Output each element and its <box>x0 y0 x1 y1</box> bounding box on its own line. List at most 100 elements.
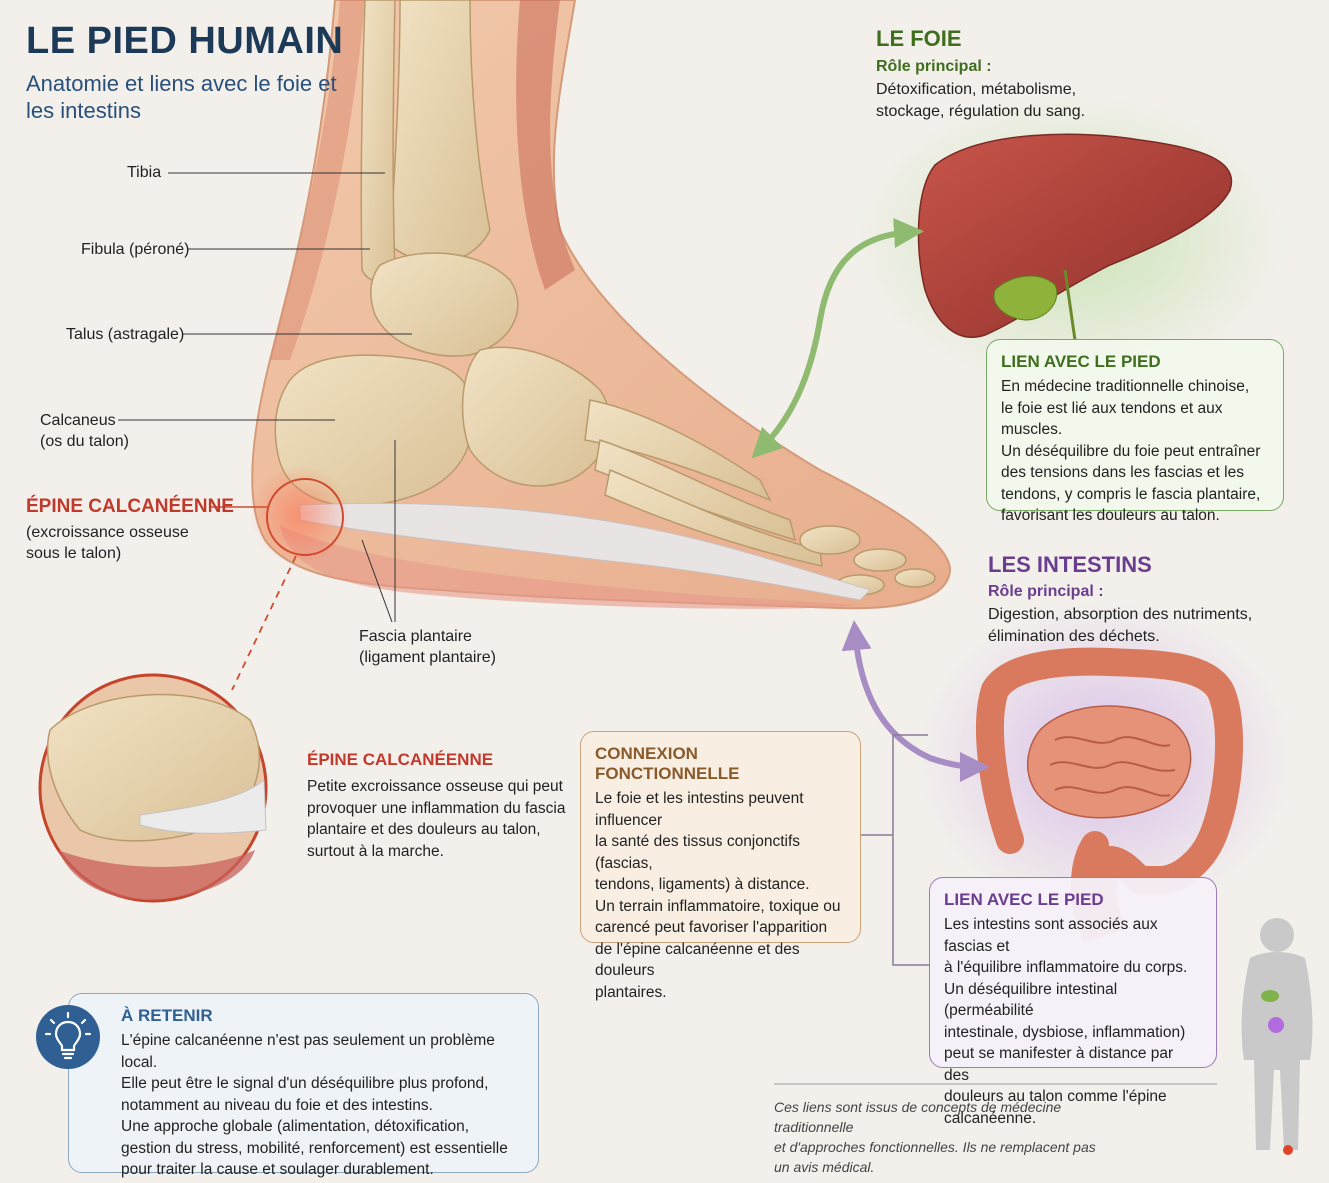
disclaimer-note: Ces liens sont issus de concepts de méde… <box>774 1097 1134 1177</box>
retain-line: L'épine calcanéenne n'est pas seulement … <box>121 1032 495 1071</box>
disclaimer-line: Ces liens sont issus de concepts de méde… <box>774 1099 1062 1135</box>
connection-line: de l'épine calcanéenne et des douleurs <box>595 940 800 980</box>
label-fascia-line2: (ligament plantaire) <box>359 649 496 666</box>
retain-box: À RETENIR L'épine calcanéenne n'est pas … <box>68 993 539 1178</box>
connection-box: CONNEXION FONCTIONNELLE Le foie et les i… <box>580 731 861 1001</box>
connection-text: Le foie et les intestins peuvent influen… <box>595 788 846 1003</box>
bile-duct <box>1063 269 1077 341</box>
intestines-link-line: calcanéenne. <box>944 1109 1037 1127</box>
label-fascia-line1: Fascia plantaire <box>359 628 472 645</box>
intestines-link-title: LIEN AVEC LE PIED <box>944 890 1104 909</box>
intestines-link-line: intestinale, dysbiose, inflammation) <box>944 1023 1186 1041</box>
spur-detail-line: plantaire et des douleurs au talon, <box>307 821 541 838</box>
spur-detail-title: ÉPINE CALCANÉENNE <box>307 750 494 769</box>
intestines-title: LES INTESTINS <box>988 552 1152 577</box>
connection-line: Le foie et les intestins peuvent influen… <box>595 790 804 829</box>
liver-role-label: Rôle principal : <box>876 58 992 75</box>
label-spur-line1: (excroissance osseuse <box>26 524 189 541</box>
calcaneus-bone <box>274 354 475 507</box>
connection-line: Un terrain inflammatoire, toxique ou <box>595 897 841 915</box>
label-talus: Talus (astragale) <box>66 326 185 343</box>
label-calcaneus-line1: Calcaneus <box>40 412 116 429</box>
gallbladder <box>993 275 1058 321</box>
small-intestine <box>1026 705 1192 819</box>
connection-line: carencé peut favoriser l'apparition <box>595 919 828 936</box>
label-spur-line2: sous le talon) <box>26 545 122 562</box>
connection-title: CONNEXION FONCTIONNELLE <box>595 744 740 783</box>
connection-bracket <box>861 734 930 966</box>
retain-line: pour traiter la cause et soulager durabl… <box>121 1161 434 1178</box>
liver-link-box: LIEN AVEC LE PIED En médecine traditionn… <box>986 339 1284 524</box>
silhouette-heel-dot <box>1283 1145 1293 1155</box>
spur-detail: ÉPINE CALCANÉENNE Petite excroissance os… <box>307 750 577 862</box>
label-calcaneus-line2: (os du talon) <box>40 433 129 450</box>
label-fibula: Fibula (péroné) <box>81 241 190 258</box>
intestines-link-text: Les intestins sont associés aux fascias … <box>944 914 1202 1129</box>
intestines-link-box: LIEN AVEC LE PIED Les intestins sont ass… <box>929 877 1217 1127</box>
liver-link-line: favorisant les douleurs au talon. <box>1001 507 1220 524</box>
spur-detail-line: surtout à la marche. <box>307 842 444 860</box>
page-subtitle: Anatomie et liens avec le foie et les in… <box>26 71 337 123</box>
liver-role-line1: Détoxification, métabolisme, <box>876 81 1077 98</box>
achilles-tendon <box>516 0 575 290</box>
silhouette-liver-dot <box>1261 990 1279 1002</box>
spur-detail-line: Petite excroissance osseuse qui peut <box>307 778 563 795</box>
disclaimer-line: et d'approches fonctionnelles. Ils ne re… <box>774 1139 1096 1155</box>
label-calcaneus: Calcaneus (os du talon) <box>40 410 129 452</box>
fibula-bone <box>360 0 396 282</box>
intestines-role-line1: Digestion, absorption des nutriments, <box>988 606 1253 623</box>
retain-title: À RETENIR <box>121 1006 213 1025</box>
retain-line: Une approche globale (alimentation, déto… <box>121 1118 470 1135</box>
leader-lines <box>118 172 412 623</box>
intestine-foot-arrow <box>841 620 990 782</box>
intestines-role-line2: élimination des déchets. <box>988 628 1160 645</box>
spur-circle <box>266 478 344 556</box>
liver-link-text: En médecine traditionnelle chinoise, le … <box>1001 376 1269 527</box>
liver-title: LE FOIE <box>876 26 962 51</box>
connection-line: tendons, ligaments) à distance. <box>595 876 810 893</box>
retain-line: Elle peut être le signal d'un déséquilib… <box>121 1075 489 1092</box>
intestines-role-text: Digestion, absorption des nutriments, él… <box>988 604 1252 648</box>
liver-organ <box>917 133 1233 338</box>
liver-link-line: En médecine traditionnelle chinoise, <box>1001 378 1250 395</box>
label-tibia: Tibia <box>127 164 162 181</box>
retain-line: gestion du stress, mobilité, renforcemen… <box>121 1139 508 1157</box>
liver-role-line2: stockage, régulation du sang. <box>876 103 1086 120</box>
small-intestine-loops <box>1049 736 1176 797</box>
silhouette-intestine-dot <box>1268 1017 1284 1033</box>
spur-detail-text: Petite excroissance osseuse qui peut pro… <box>307 776 577 862</box>
liver-link-line: tendons, y compris le fascia plantaire, <box>1001 485 1261 503</box>
liver-link-title: LIEN AVEC LE PIED <box>1001 352 1161 371</box>
lightbulb-icon <box>36 1005 100 1069</box>
tarsal-bones <box>461 346 611 487</box>
page-title: LE PIED HUMAIN <box>26 20 344 62</box>
muscle-front <box>270 0 365 360</box>
retain-text: L'épine calcanéenne n'est pas seulement … <box>121 1030 524 1181</box>
intestines-link-line: Un déséquilibre intestinal (perméabilité <box>944 980 1118 1020</box>
spur-dashed-link <box>231 555 297 691</box>
intestines-role-label: Rôle principal : <box>988 583 1104 600</box>
label-spur-title: ÉPINE CALCANÉENNE <box>26 496 234 517</box>
label-fascia: Fascia plantaire (ligament plantaire) <box>359 626 496 668</box>
liver-link-line: le foie est lié aux tendons et aux muscl… <box>1001 399 1223 439</box>
liver-link-line: des tensions dans les fascias et les <box>1001 464 1244 481</box>
disclaimer-line: un avis médical. <box>774 1159 875 1175</box>
retain-line: notamment au niveau du foie et des intes… <box>121 1096 433 1114</box>
intestines-link-line: Les intestins sont associés aux fascias … <box>944 916 1158 955</box>
connection-line: la santé des tissus conjonctifs (fascias… <box>595 833 801 872</box>
connection-line: plantaires. <box>595 983 667 1001</box>
human-silhouette <box>1241 918 1313 1150</box>
toe-bones <box>799 525 936 596</box>
label-spur-desc: (excroissance osseuse sous le talon) <box>26 522 189 564</box>
plantar-fascia <box>299 502 871 601</box>
metatarsal-bones <box>584 399 823 567</box>
sole-pad <box>280 525 860 609</box>
intestines-link-line: à l'équilibre inflammatoire du corps. <box>944 959 1188 976</box>
liver-link-line: Un déséquilibre du foie peut entraîner <box>1001 442 1261 460</box>
liver-foot-arrow <box>751 218 924 459</box>
spur-detail-line: provoquer une inflammation du fascia <box>307 799 566 817</box>
heel-zoom-detail <box>38 673 268 903</box>
intestines-link-line: peut se manifester à distance par des <box>944 1045 1174 1084</box>
liver-role-text: Détoxification, métabolisme, stockage, r… <box>876 79 1085 123</box>
